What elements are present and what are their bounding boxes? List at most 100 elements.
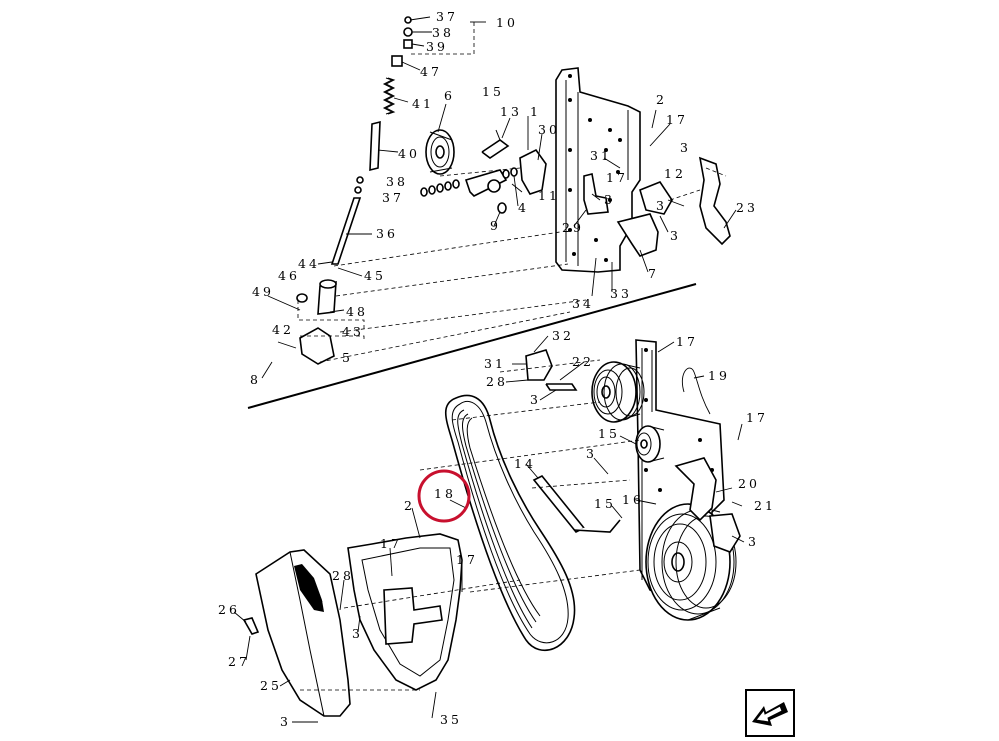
callout-27[interactable]: 27	[228, 654, 250, 669]
callout-49[interactable]: 49	[252, 284, 274, 299]
callout-34[interactable]: 34	[572, 296, 594, 311]
callout-3[interactable]: 3	[586, 446, 597, 461]
callout-15[interactable]: 15	[594, 496, 616, 511]
drive-pulley-upper[interactable]	[591, 361, 645, 423]
callout-43[interactable]: 43	[342, 324, 364, 339]
callout-41[interactable]: 41	[412, 96, 434, 111]
callout-11[interactable]: 11	[538, 188, 560, 203]
idler-pulley[interactable]	[425, 129, 455, 175]
callout-31[interactable]: 31	[484, 356, 506, 371]
guide-rod-15[interactable]	[573, 519, 621, 533]
callout-46[interactable]: 46	[278, 268, 300, 283]
threaded-rod[interactable]	[330, 197, 362, 265]
callout-9[interactable]: 9	[490, 218, 501, 233]
callout-37[interactable]: 37	[382, 190, 404, 205]
callout-47[interactable]: 47	[420, 64, 442, 79]
callout-3[interactable]: 3	[530, 392, 541, 407]
callout-4[interactable]: 4	[518, 200, 529, 215]
callout-6[interactable]: 6	[444, 88, 455, 103]
callout-33[interactable]: 33	[610, 286, 632, 301]
upper-leaders	[261, 16, 737, 379]
cable-19[interactable]	[682, 367, 711, 415]
callout-37[interactable]: 37	[436, 9, 458, 24]
callout-45[interactable]: 45	[364, 268, 386, 283]
callout-3[interactable]: 3	[670, 228, 681, 243]
callout-17[interactable]: 17	[380, 536, 402, 551]
callout-3[interactable]: 3	[748, 534, 759, 549]
tensioner-arm[interactable]	[674, 457, 717, 522]
callout-1[interactable]: 1	[530, 104, 541, 119]
callout-13[interactable]: 13	[500, 104, 522, 119]
callout-17[interactable]: 17	[456, 552, 478, 567]
callout-3[interactable]: 3	[352, 626, 363, 641]
callout-2[interactable]: 2	[656, 92, 667, 107]
main-drive-pulley[interactable]	[645, 503, 737, 621]
callout-22[interactable]: 22	[572, 354, 594, 369]
callout-10[interactable]: 10	[496, 15, 518, 30]
callout-48[interactable]: 48	[346, 304, 368, 319]
callout-19[interactable]: 19	[708, 368, 730, 383]
callout-8[interactable]: 8	[250, 372, 261, 387]
drive-belt[interactable]	[444, 394, 576, 651]
callout-3[interactable]: 3	[280, 714, 291, 729]
callout-29[interactable]: 29	[562, 220, 584, 235]
spring[interactable]	[382, 77, 396, 115]
callout-28[interactable]: 28	[332, 568, 354, 583]
idler-pulley-lower[interactable]	[635, 425, 665, 463]
lever-handle[interactable]	[481, 139, 510, 159]
washer-stack[interactable]	[420, 167, 518, 197]
callout-15[interactable]: 15	[598, 426, 620, 441]
tension-arm[interactable]	[639, 181, 673, 215]
lower-leaders	[233, 335, 745, 723]
callout-2[interactable]: 2	[404, 498, 415, 513]
link-22[interactable]	[545, 383, 578, 391]
callout-15[interactable]: 15	[482, 84, 504, 99]
callout-28[interactable]: 28	[486, 374, 508, 389]
callout-23[interactable]: 23	[736, 200, 758, 215]
callout-25[interactable]: 25	[260, 678, 282, 693]
callout-17[interactable]: 17	[676, 334, 698, 349]
support-bracket[interactable]	[616, 213, 659, 257]
latch-26[interactable]	[242, 617, 260, 635]
callout-38[interactable]: 38	[432, 25, 454, 40]
callout-14[interactable]: 14	[514, 456, 536, 471]
small-bracket[interactable]	[583, 173, 609, 215]
callout-42[interactable]: 42	[272, 322, 294, 337]
callout-44[interactable]: 44	[298, 256, 320, 271]
callout-39[interactable]: 39	[426, 39, 448, 54]
lower-assembly	[233, 335, 745, 723]
callout-32[interactable]: 32	[552, 328, 574, 343]
rod-40[interactable]	[369, 120, 381, 172]
callout-30[interactable]: 30	[538, 122, 560, 137]
callout-31[interactable]: 31	[590, 148, 612, 163]
cap-46[interactable]	[296, 293, 308, 303]
callout-12[interactable]: 12	[664, 166, 686, 181]
callout-17[interactable]: 17	[746, 410, 768, 425]
cover-bracket[interactable]	[525, 349, 553, 381]
callout-36[interactable]: 36	[376, 226, 398, 241]
arrow-back-icon[interactable]	[745, 689, 795, 737]
callout-26[interactable]: 26	[218, 602, 240, 617]
hex-nuts[interactable]	[354, 176, 364, 194]
callout-40[interactable]: 40	[398, 146, 420, 161]
callout-21[interactable]: 21	[754, 498, 776, 513]
top-hardware[interactable]	[391, 16, 413, 67]
callout-3[interactable]: 3	[680, 140, 691, 155]
callout-17[interactable]: 17	[666, 112, 688, 127]
callout-35[interactable]: 35	[440, 712, 462, 727]
callout-5[interactable]: 5	[342, 350, 353, 365]
mount-bracket[interactable]	[519, 148, 547, 195]
callout-16[interactable]: 16	[622, 492, 644, 507]
callout-20[interactable]: 20	[738, 476, 760, 491]
callout-38[interactable]: 38	[386, 174, 408, 189]
washer-9[interactable]	[497, 202, 507, 214]
belt-cover-outer[interactable]	[255, 549, 351, 717]
bracket-right[interactable]	[709, 513, 741, 553]
callout-18[interactable]: 18	[434, 486, 456, 501]
callout-3[interactable]: 3	[656, 198, 667, 213]
callout-17[interactable]: 17	[606, 170, 628, 185]
callout-7[interactable]: 7	[648, 266, 659, 281]
callout-3[interactable]: 3	[604, 192, 615, 207]
guard-plate-23[interactable]	[698, 156, 731, 246]
pivot-bracket[interactable]	[299, 327, 335, 365]
